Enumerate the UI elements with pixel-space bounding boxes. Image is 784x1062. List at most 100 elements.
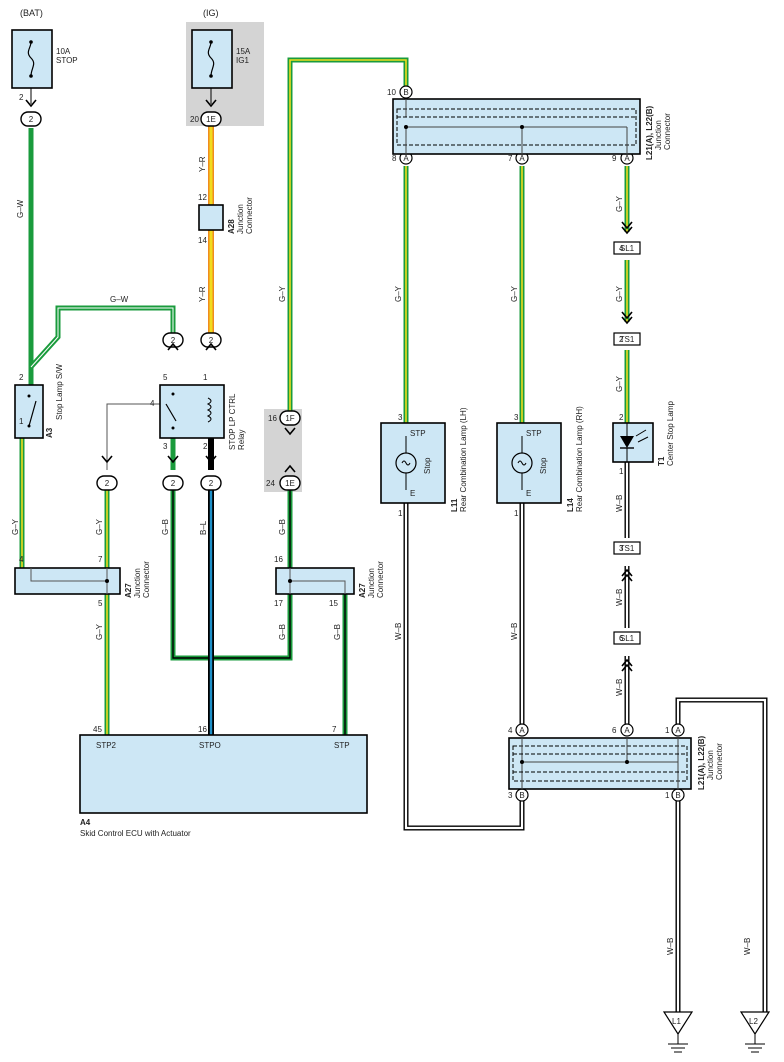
connector-2-relay-3-label: 2 xyxy=(171,479,176,488)
wire-label-yr-1: Y–R xyxy=(198,156,207,172)
wire-label-gy-l11: G–Y xyxy=(394,285,403,302)
connector-2-bat: 2 xyxy=(20,111,42,127)
connector-sl1-top-label: SL1 xyxy=(620,244,635,253)
pin-a4-label: A xyxy=(519,726,525,735)
pin-a9-label: A xyxy=(624,154,630,163)
wire-label-wb-l1: W–B xyxy=(666,938,675,955)
jc-bottom-name2: Connector xyxy=(715,743,724,780)
t1-code: T1 xyxy=(657,456,666,466)
a27-left-name2: Connector xyxy=(142,561,151,598)
wire-label-gw-top: G–W xyxy=(110,295,129,304)
pin-number-16: 16 xyxy=(274,555,283,564)
ig-fuse-name: IG1 xyxy=(236,56,249,65)
a4-name: Skid Control ECU with Actuator xyxy=(80,829,191,838)
a3-switch xyxy=(14,384,44,439)
bat-fuse-name: STOP xyxy=(56,56,78,65)
fuse-10a-stop xyxy=(11,29,53,108)
connector-2-relay-2: 2 xyxy=(200,475,222,491)
pin-number-4: 2 xyxy=(19,373,24,382)
l11-pin-e: E xyxy=(410,489,415,498)
pin-number-31: 1 xyxy=(619,467,624,476)
pin-a6: A xyxy=(620,723,634,737)
connector-ts1-top: TS1 xyxy=(613,332,641,346)
pin-number-17: 17 xyxy=(274,599,283,608)
relay-name1: STOP LP CTRL xyxy=(228,393,237,450)
pin-a4: A xyxy=(515,723,529,737)
pin-a1-label: A xyxy=(675,726,681,735)
pin-number-22: 10 xyxy=(387,88,396,97)
connector-ts1-top-label: TS1 xyxy=(620,335,635,344)
wire-label-gb-relay: G–B xyxy=(161,519,170,535)
chevrons xyxy=(101,221,633,672)
connector-2-relay-1: 2 xyxy=(200,332,222,348)
jc-top-name2: Connector xyxy=(663,113,672,150)
pin-number-27: 1 xyxy=(398,509,403,518)
pin-b1: B xyxy=(671,788,685,802)
wire-label-wb-t1b: W–B xyxy=(615,589,624,606)
fuse-15a-ig1 xyxy=(191,29,233,108)
wire-label-gb-1e: G–B xyxy=(278,519,287,535)
pin-b3: B xyxy=(515,788,529,802)
wire-label-wb-l11: W–B xyxy=(394,623,403,640)
connector-sl1-top: SL1 xyxy=(613,241,641,255)
connector-1f-label: 1F xyxy=(285,414,294,423)
jc-top-code: L21(A), L22(B) xyxy=(645,105,654,160)
pin-a7: A xyxy=(515,151,529,165)
a4-pin-stpo: STPO xyxy=(199,741,221,750)
pin-number-8: 4 xyxy=(150,399,155,408)
a4-pin-stp2: STP2 xyxy=(96,741,117,750)
pin-number-6: 5 xyxy=(163,373,168,382)
pin-number-25: 9 xyxy=(612,154,617,163)
connector-1f: 1F xyxy=(279,410,301,426)
wire-label-wb-l14: W–B xyxy=(510,623,519,640)
wire-label-gy-l14: G–Y xyxy=(510,285,519,302)
connector-2-relay-5-label: 2 xyxy=(171,336,176,345)
l14-lamp xyxy=(496,422,562,504)
a4-pin-stp: STP xyxy=(334,741,350,750)
pin-number-20: 16 xyxy=(198,725,207,734)
pin-number-0: 2 xyxy=(19,93,24,102)
pin-b1-label: B xyxy=(675,791,680,800)
a28-code: A28 xyxy=(227,219,236,234)
pin-number-32: 4 xyxy=(619,244,624,253)
wire-label-gy-a3: G–Y xyxy=(11,518,20,535)
wire-label-gw-left: G–W xyxy=(16,199,25,218)
pin-number-7: 1 xyxy=(203,373,208,382)
pin-number-15: 5 xyxy=(98,599,103,608)
jc-bottom-name1: Junction xyxy=(706,750,715,780)
ground-l1 xyxy=(662,1011,694,1053)
a27-right-code: A27 xyxy=(358,583,367,598)
ground-l2-label: L2 xyxy=(749,1017,758,1026)
pin-number-35: 6 xyxy=(619,634,624,643)
l14-name: Rear Combination Lamp (RH) xyxy=(575,406,584,512)
connector-sl1-bottom-label: SL1 xyxy=(620,634,635,643)
jc-bottom-code: L21(A), L22(B) xyxy=(697,735,706,790)
connector-1e-bottom-label: 1E xyxy=(285,479,295,488)
pin-number-36: 4 xyxy=(508,726,513,735)
pin-number-24: 7 xyxy=(508,154,513,163)
ig-label: (IG) xyxy=(203,8,219,18)
pin-b10-label: B xyxy=(403,88,408,97)
jc-top-name1: Junction xyxy=(654,120,663,150)
wire-label-gy-t1a: G–Y xyxy=(615,195,624,212)
pin-number-40: 1 xyxy=(665,791,670,800)
wire-label-yr-2: Y–R xyxy=(198,286,207,302)
connector-2-relay-2-label: 2 xyxy=(209,479,214,488)
wire-label-gb-17: G–B xyxy=(278,624,287,640)
connector-2-relay-4: 2 xyxy=(96,475,118,491)
relay-name2: Relay xyxy=(237,430,246,450)
connector-2-relay-1-label: 2 xyxy=(209,336,214,345)
connector-ts1-bottom: TS1 xyxy=(613,541,641,555)
wire-label-gb-15: G–B xyxy=(333,624,342,640)
a4-ecu-box xyxy=(79,734,368,814)
connector-2-relay-4-label: 2 xyxy=(105,479,110,488)
a27-right xyxy=(275,567,355,595)
pin-number-3: 14 xyxy=(198,236,207,245)
pin-a6-label: A xyxy=(624,726,630,735)
wire-label-gy-a27: G–Y xyxy=(95,518,104,535)
l14-pin-e: E xyxy=(526,489,531,498)
junction-connector-top xyxy=(392,98,641,155)
pin-a8-label: A xyxy=(403,154,409,163)
